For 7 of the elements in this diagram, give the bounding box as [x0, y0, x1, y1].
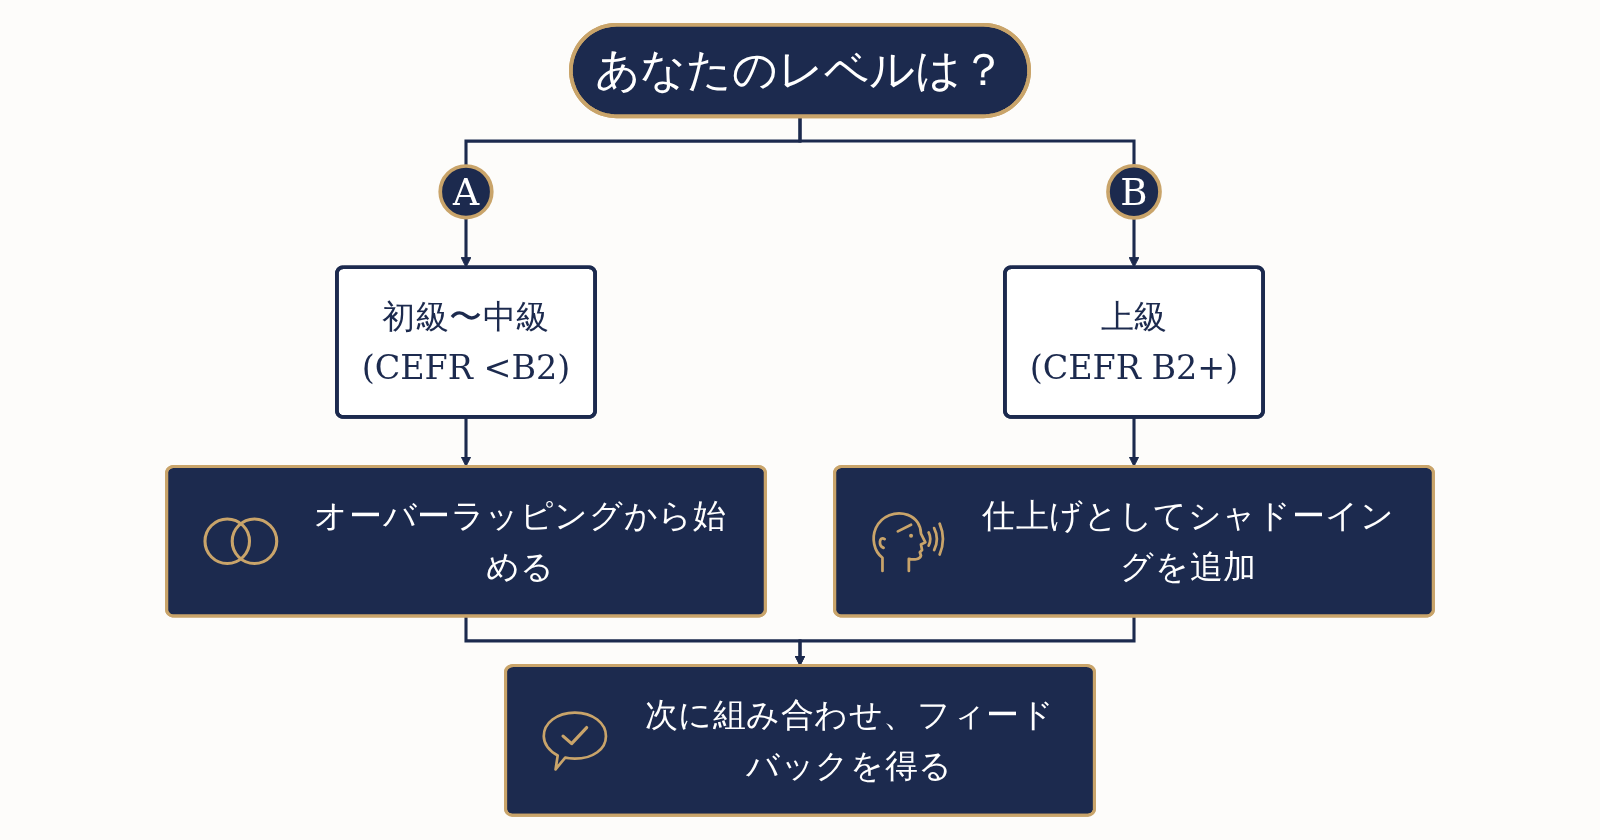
node-circle: B	[1106, 163, 1162, 220]
arrow	[1128, 217, 1140, 268]
node-circle: A	[438, 164, 494, 220]
arrow	[460, 217, 472, 268]
arrow	[460, 416, 472, 467]
connector	[798, 116, 1136, 166]
arrow	[1128, 416, 1140, 467]
